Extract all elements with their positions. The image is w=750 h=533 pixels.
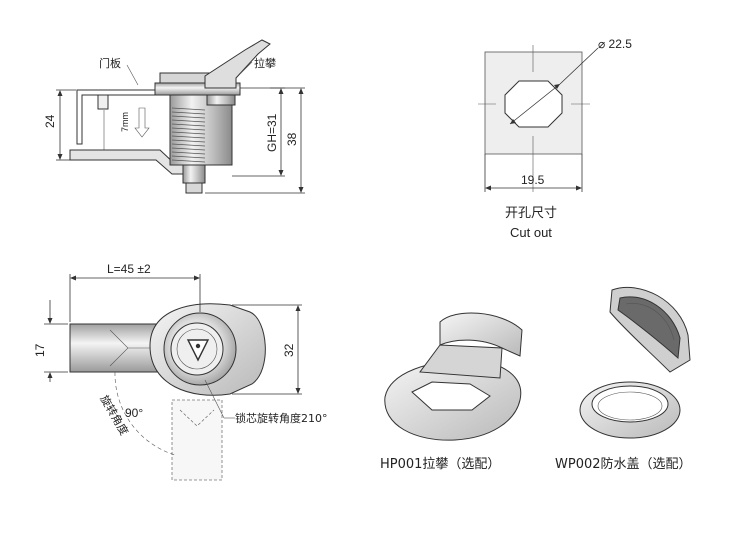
front-view: 90° 旋转角度 锁芯旋转角度210° L=45 ±2 17 32 (33, 262, 328, 481)
wp002-cover: WP002防水盖（选配） (555, 286, 692, 472)
thread-line (171, 159, 206, 163)
side-view: 7mm 门板 拉攀 24 GH=31 38 (43, 39, 305, 194)
thread-line (171, 147, 206, 151)
thread-line (171, 123, 206, 127)
dim-38-label: 38 (285, 132, 299, 146)
diameter-label: ⌀ 22.5 (598, 37, 632, 51)
thread-line (171, 143, 206, 147)
dim-17-label: 17 (33, 343, 47, 357)
door-panel-label: 门板 (99, 56, 121, 70)
nut (206, 94, 236, 106)
dim-32-label: 32 (282, 343, 296, 357)
width-label: 19.5 (521, 173, 545, 187)
cutout-hole (504, 80, 563, 128)
thread-line (171, 135, 206, 139)
thread-line (171, 139, 206, 143)
dim-gh-label: GH=31 (265, 113, 279, 152)
cutout-title-cn: 开孔尺寸 (505, 206, 557, 221)
triangle-key-icon (186, 339, 210, 362)
cutout-title-en: Cut out (510, 225, 552, 240)
thread-lines (171, 107, 206, 163)
travel-label: 7mm (120, 112, 130, 132)
wp002-label: WP002防水盖（选配） (555, 456, 692, 472)
bottom-stud (182, 164, 206, 184)
cam-bar-rotated (171, 399, 223, 481)
cutout-view: ⌀ 22.5 19.5 开孔尺寸 Cut out (478, 37, 632, 240)
length-label: L=45 ±2 (107, 262, 151, 276)
thread-line (171, 127, 206, 131)
hp001-square-hole (411, 381, 491, 411)
thread-line (171, 111, 206, 115)
panel-hook (97, 94, 109, 110)
thread-line (171, 115, 206, 119)
swing-angle-label: 90° (125, 406, 143, 420)
thread-line (171, 155, 206, 159)
handle-label: 拉攀 (254, 56, 276, 70)
thread-line (171, 151, 206, 155)
travel-arrow (134, 107, 150, 138)
core-rotation-label: 锁芯旋转角度210° (235, 411, 328, 425)
hp001-back-plate (439, 312, 523, 357)
hp001-handle: HP001拉攀（选配） (380, 312, 523, 472)
dim-24-label: 24 (43, 114, 57, 128)
thread-line (171, 131, 206, 135)
thread-line (171, 107, 206, 111)
swing-arc (114, 371, 176, 456)
hp001-label: HP001拉攀（选配） (380, 457, 500, 472)
thread-line (171, 119, 206, 123)
handle-lever (204, 39, 271, 89)
